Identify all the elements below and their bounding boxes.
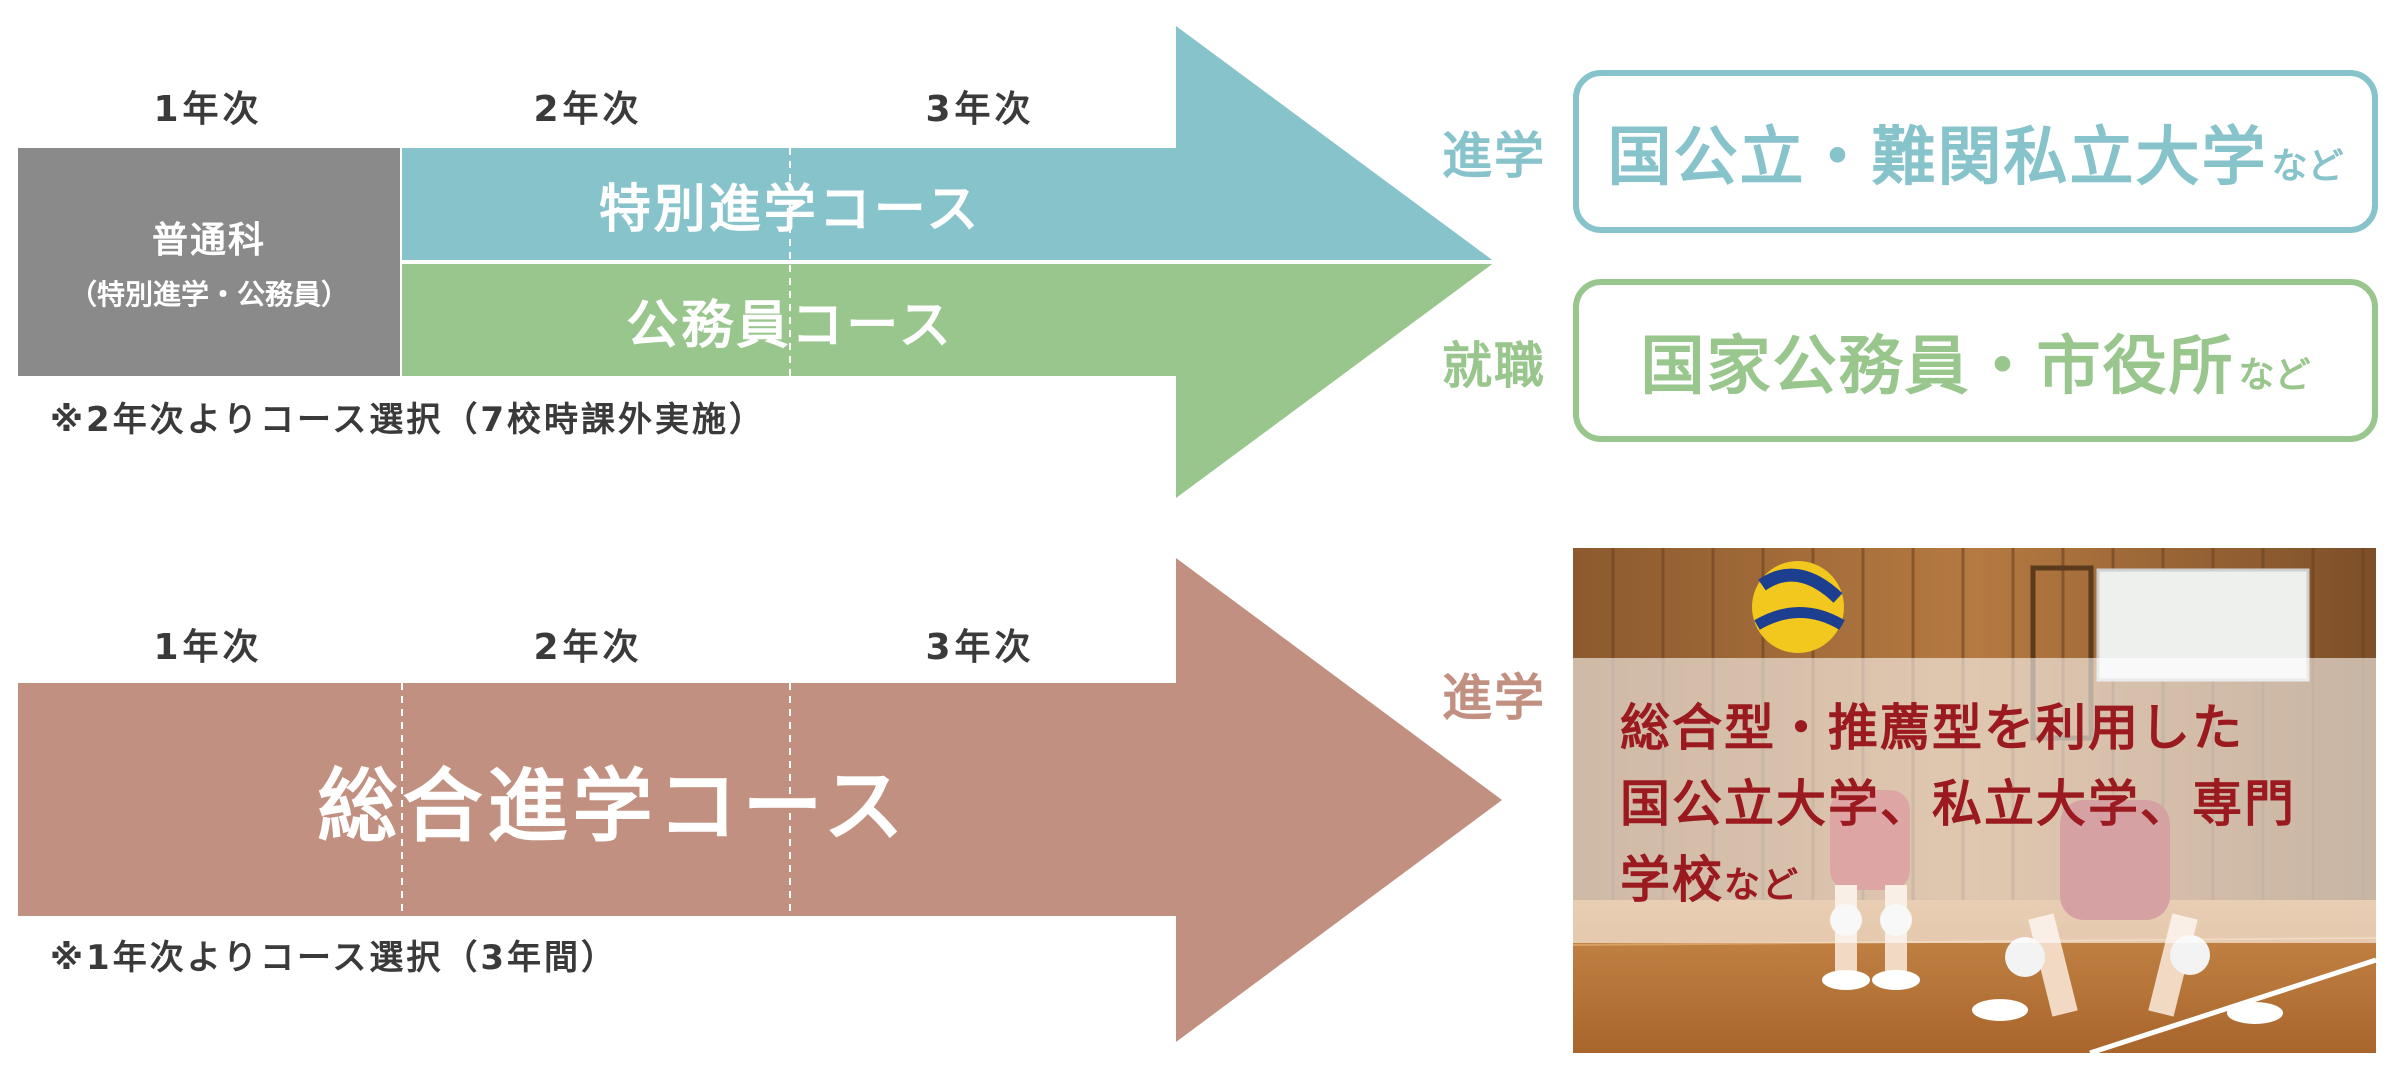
outcome-label-advance: 進学	[1442, 127, 1546, 185]
outcome-university-suffix: など	[2271, 145, 2344, 187]
top-year-1-label: 1年次	[153, 89, 263, 130]
outcome-box-civil-service: 国家公務員・市役所など	[1573, 279, 2378, 442]
bottom-note: ※1年次よりコース選択（3年間）	[50, 938, 618, 978]
civil-course-arrowhead	[1176, 262, 1495, 498]
general-outcome-suffix: など	[1724, 865, 1801, 906]
first-year-subtitle: （特別進学・公務員）	[68, 278, 349, 311]
top-year-2-label: 2年次	[533, 89, 643, 130]
special-course-arrowhead	[1176, 26, 1495, 262]
general-course-arrow	[18, 558, 1502, 1042]
first-year-box-text: 普通科 （特別進学・公務員）	[18, 148, 400, 376]
outcome-civil-suffix: など	[2238, 354, 2311, 396]
bottom-year-2-label: 2年次	[533, 627, 643, 668]
general-outcome-line-2: 国公立大学、私立大学、専門	[1620, 775, 2296, 833]
general-outcome-line-3: 学校	[1620, 851, 1724, 909]
top-year-3-label: 3年次	[925, 89, 1035, 130]
general-outcome-line-1: 総合型・推薦型を利用した	[1620, 699, 2244, 757]
bottom-course-arrow	[18, 558, 1502, 1042]
volleyball-photo	[1573, 548, 2376, 1053]
top-course-arrow	[18, 26, 1495, 498]
special-course-label: 特別進学コース	[598, 179, 982, 240]
outcome-box-university: 国公立・難関私立大学など	[1573, 70, 2378, 233]
bottom-year-3-label: 3年次	[925, 627, 1035, 668]
top-note: ※2年次よりコース選択（7校時課外実施）	[50, 400, 766, 440]
first-year-title: 普通科	[151, 220, 266, 261]
outcome-university-text: 国公立・難関私立大学	[1607, 120, 2268, 195]
outcome-label-advance-general: 進学	[1442, 669, 1546, 727]
outcome-civil-text: 国家公務員・市役所	[1640, 329, 2235, 404]
general-outcome-text: 総合型・推薦型を利用した 国公立大学、私立大学、専門 学校など	[1620, 690, 2360, 924]
general-course-label: 総合進学コース	[317, 759, 909, 853]
bottom-year-1-label: 1年次	[153, 627, 263, 668]
outcome-label-employment: 就職	[1442, 337, 1546, 395]
civil-course-label: 公務員コース	[626, 295, 954, 356]
first-year-box	[18, 148, 400, 376]
